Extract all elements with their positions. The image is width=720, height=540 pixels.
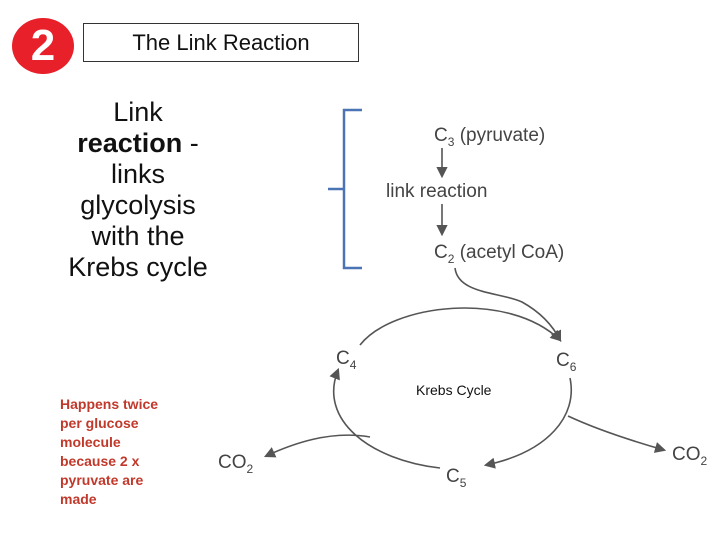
c6-label: C6	[556, 350, 577, 374]
c4-label: C4	[336, 348, 357, 372]
acetyl-coa-label: C2 (acetyl CoA)	[434, 242, 564, 266]
cycle-arc-top	[359, 307, 562, 346]
co2-right-label: CO2	[672, 444, 708, 468]
main-line-2-rest: -	[182, 128, 199, 158]
note-line-6: made	[60, 491, 97, 507]
cycle-arc-right	[483, 377, 572, 469]
krebs-cycle-label: Krebs Cycle	[416, 382, 492, 398]
note-line-3: molecule	[60, 434, 121, 450]
note-line-2: per glucose	[60, 415, 139, 431]
link-bracket	[328, 108, 362, 270]
main-description: Link reaction - links glycolysis with th…	[58, 97, 218, 283]
main-line-2-bold: reaction	[77, 128, 183, 158]
main-line-2: reaction -	[58, 128, 218, 159]
step-number-badge: 2	[12, 18, 74, 74]
note-line-1: Happens twice	[60, 396, 159, 412]
arrow-co2-right	[567, 415, 667, 453]
note-line-5: pyruvate are	[60, 472, 144, 488]
main-line-6: Krebs cycle	[68, 252, 208, 282]
note-line-4: because 2 x	[60, 453, 140, 469]
arrow-co2-left	[263, 434, 371, 458]
slide-title-text: The Link Reaction	[132, 29, 310, 55]
pyruvate-label: C3 (pyruvate)	[434, 125, 545, 149]
c5-label: C5	[446, 466, 467, 490]
link-reaction-label: link reaction	[386, 181, 487, 202]
twice-note: Happens twice per glucose molecule becau…	[60, 395, 210, 509]
main-line-4: glycolysis	[80, 190, 196, 220]
slide-title: The Link Reaction	[83, 23, 359, 62]
main-line-1: Link	[113, 97, 163, 127]
main-line-5: with the	[91, 221, 185, 251]
main-line-3: links	[110, 159, 165, 189]
co2-left-label: CO2	[218, 452, 254, 476]
step-number: 2	[30, 21, 56, 70]
arrow-acetyl-into-cycle	[454, 267, 562, 343]
